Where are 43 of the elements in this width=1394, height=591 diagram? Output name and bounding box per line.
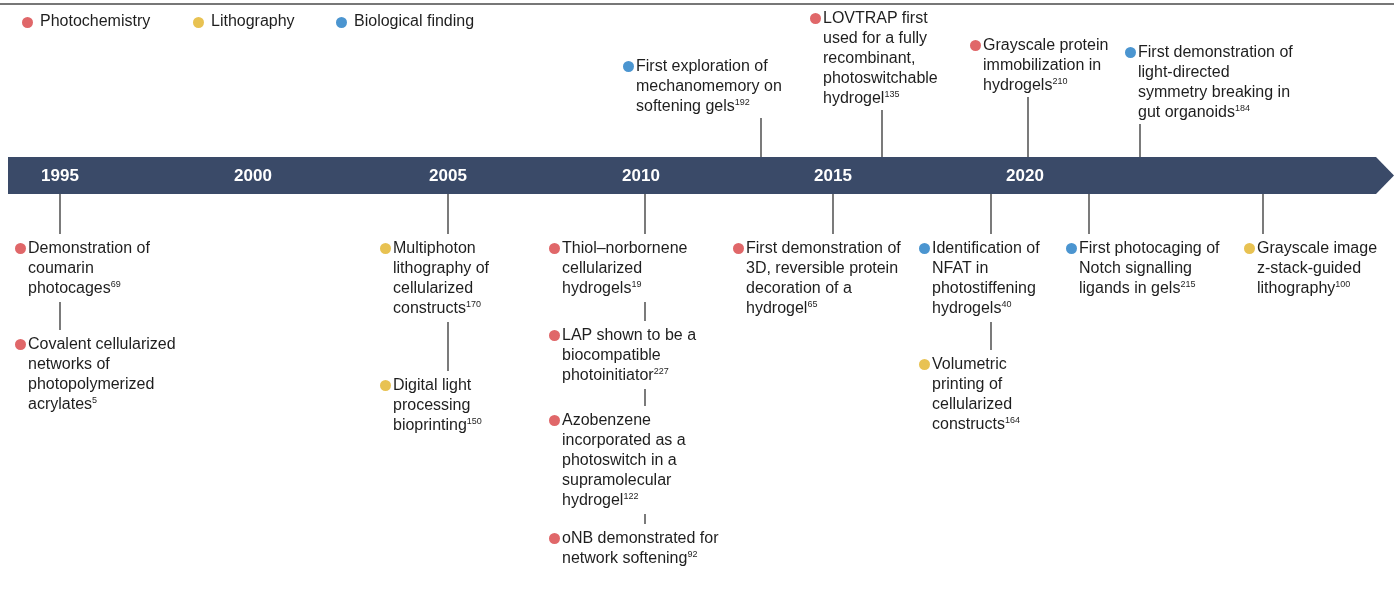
leader-line (59, 193, 61, 235)
leader-line (644, 301, 646, 322)
legend-label: Biological finding (354, 12, 475, 30)
legend-label: Lithography (211, 12, 295, 30)
legend-label: Photochemistry (40, 12, 151, 30)
leader-line (447, 321, 449, 372)
event-text: Digital light processing bioprinting$^{150}$ (393, 375, 483, 435)
leader-line (1262, 193, 1264, 235)
leader-line (990, 193, 992, 235)
event-text: Grayscale image z-stack-guided lithography$^{100}$ (1257, 238, 1379, 298)
leader-line (1027, 96, 1029, 158)
leader-line (1088, 193, 1090, 235)
year-label: 2015 (814, 166, 852, 186)
event-text: First demonstration of 3D, reversible protein decoration of a hydrogel$^{65}$ (746, 238, 902, 318)
leader-line (644, 513, 646, 525)
event-text: Identification of NFAT in photostiffening hydrogels$^{40}$ (932, 238, 1041, 318)
leader-line (1139, 123, 1141, 158)
leader-line (990, 321, 992, 351)
event-text: Multiphoton lithography of cellularized constructs$^{170}$ (393, 238, 491, 318)
event-text: Azobenzene incorporated as a photoswitch in a supramolecular hydrogel$^{122}$ (562, 410, 687, 510)
leader-line (644, 193, 646, 235)
leader-line (59, 301, 61, 331)
leader-line (760, 117, 762, 158)
event-text: Covalent cellularized networks of photopolymerized acrylates$^{5}$ (28, 334, 177, 414)
year-label: 2000 (234, 166, 272, 186)
year-label: 2020 (1006, 166, 1044, 186)
event-text: oNB demonstrated for network softening$^{92}$ (562, 528, 720, 568)
leader-line (832, 193, 834, 235)
year-label: 2005 (429, 166, 467, 186)
event-text: First exploration of mechanomemory on softening gels$^{192}$ (636, 56, 783, 116)
year-label: 2010 (622, 166, 660, 186)
event-text: Thiol–norbornene cellularized hydrogels$^{19}$ (562, 238, 689, 298)
event-text: Grayscale protein immobilization in hydrogels$^{210}$ (983, 35, 1110, 95)
event-text: LAP shown to be a biocompatible photoinitiator$^{227}$ (562, 325, 698, 385)
leader-line (881, 109, 883, 158)
leader-line (644, 388, 646, 407)
event-text: LOVTRAP first used for a fully recombinant, photoswitchable hydrogel$^{135}$ (823, 8, 939, 108)
leader-line (447, 193, 449, 235)
event-text: First demonstration of light-directed symmetry breaking in gut organoids$^{184}$ (1138, 42, 1294, 122)
event-text: Demonstration of coumarin photocages$^{69}$ (28, 238, 151, 298)
event-text: First photocaging of Notch signalling ligands in gels$^{215}$ (1079, 238, 1221, 298)
event-text: Volumetric printing of cellularized constructs$^{164}$ (932, 354, 1021, 434)
year-label: 1995 (41, 166, 79, 186)
